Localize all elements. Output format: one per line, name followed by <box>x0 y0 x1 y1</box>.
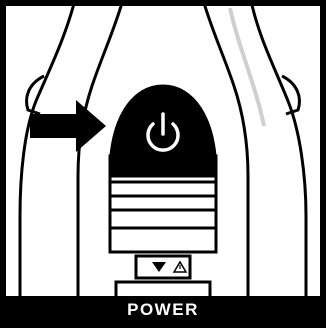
down-triangle-warning-icon <box>152 260 188 273</box>
caption-bar: POWER <box>6 296 320 322</box>
power-icon <box>146 112 180 152</box>
arrow-right-icon <box>30 100 106 152</box>
caption-label: POWER <box>127 299 199 319</box>
device-illustration <box>18 6 308 322</box>
